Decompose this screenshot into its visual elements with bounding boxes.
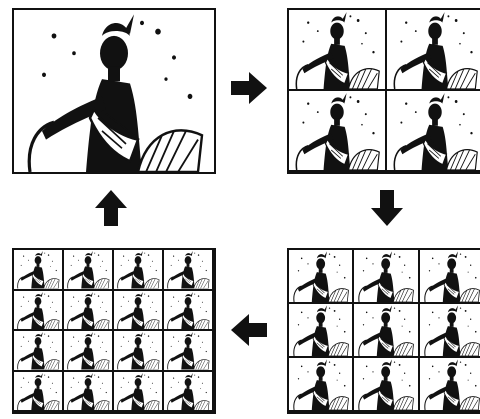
tile: [114, 331, 164, 372]
tile: [419, 250, 480, 304]
figure-illustration: [387, 91, 480, 170]
figure-illustration: [289, 250, 352, 302]
tile: [387, 10, 480, 91]
figure-illustration: [164, 372, 212, 411]
tile: [164, 250, 214, 291]
tile: [114, 371, 164, 412]
tile: [14, 371, 64, 412]
figure-illustration: [114, 331, 162, 370]
tile: [14, 290, 64, 331]
figure-illustration: [420, 358, 480, 410]
figure-illustration: [354, 250, 417, 302]
tile: [114, 250, 164, 291]
figure-illustration: [289, 358, 352, 410]
figure-illustration: [164, 291, 212, 330]
tile: [64, 331, 114, 372]
figure-illustration: [114, 291, 162, 330]
figure-illustration: [14, 250, 62, 289]
tile: [164, 371, 214, 412]
figure-illustration: [289, 304, 352, 356]
tile: [289, 10, 387, 91]
panel-tiled-3x3: [287, 248, 480, 414]
tile: [14, 331, 64, 372]
figure-illustration: [289, 10, 385, 89]
tile: [14, 250, 64, 291]
figure-illustration: [64, 331, 112, 370]
figure-illustration: [420, 304, 480, 356]
tile: [64, 250, 114, 291]
tile-grid-4x4: [14, 250, 214, 412]
figure-illustration: [14, 10, 214, 172]
figure-illustration: [164, 331, 212, 370]
tile-grid-2x2: [289, 10, 480, 172]
panel-tiled-2x2: [287, 8, 480, 174]
tile: [354, 358, 420, 412]
figure-illustration: [64, 291, 112, 330]
arrow-up-icon: [93, 188, 129, 228]
arrow-down-icon: [369, 188, 405, 228]
tile: [164, 331, 214, 372]
figure-illustration: [164, 250, 212, 289]
figure-illustration: [114, 250, 162, 289]
figure-illustration: [420, 250, 480, 302]
tile: [419, 304, 480, 358]
tile: [114, 290, 164, 331]
figure-illustration: [14, 372, 62, 411]
figure-illustration: [64, 372, 112, 411]
tile: [419, 358, 480, 412]
tile: [354, 304, 420, 358]
figure-illustration: [14, 291, 62, 330]
figure-illustration: [114, 372, 162, 411]
tile: [64, 371, 114, 412]
tile: [289, 91, 387, 172]
panel-tiled-4x4: [12, 248, 216, 414]
figure-illustration: [289, 91, 385, 170]
arrow-left-icon: [229, 312, 269, 348]
figure-illustration: [14, 331, 62, 370]
tile: [289, 250, 355, 304]
tile-grid-3x3: [289, 250, 480, 412]
tile: [164, 290, 214, 331]
figure-illustration: [354, 358, 417, 410]
tile: [387, 91, 480, 172]
tile: [354, 250, 420, 304]
tile: [289, 304, 355, 358]
figure-illustration: [354, 304, 417, 356]
arrow-right-icon: [229, 70, 269, 106]
panel-original: [12, 8, 216, 174]
tile: [289, 358, 355, 412]
figure-illustration: [64, 250, 112, 289]
figure-illustration: [387, 10, 480, 89]
tile: [64, 290, 114, 331]
